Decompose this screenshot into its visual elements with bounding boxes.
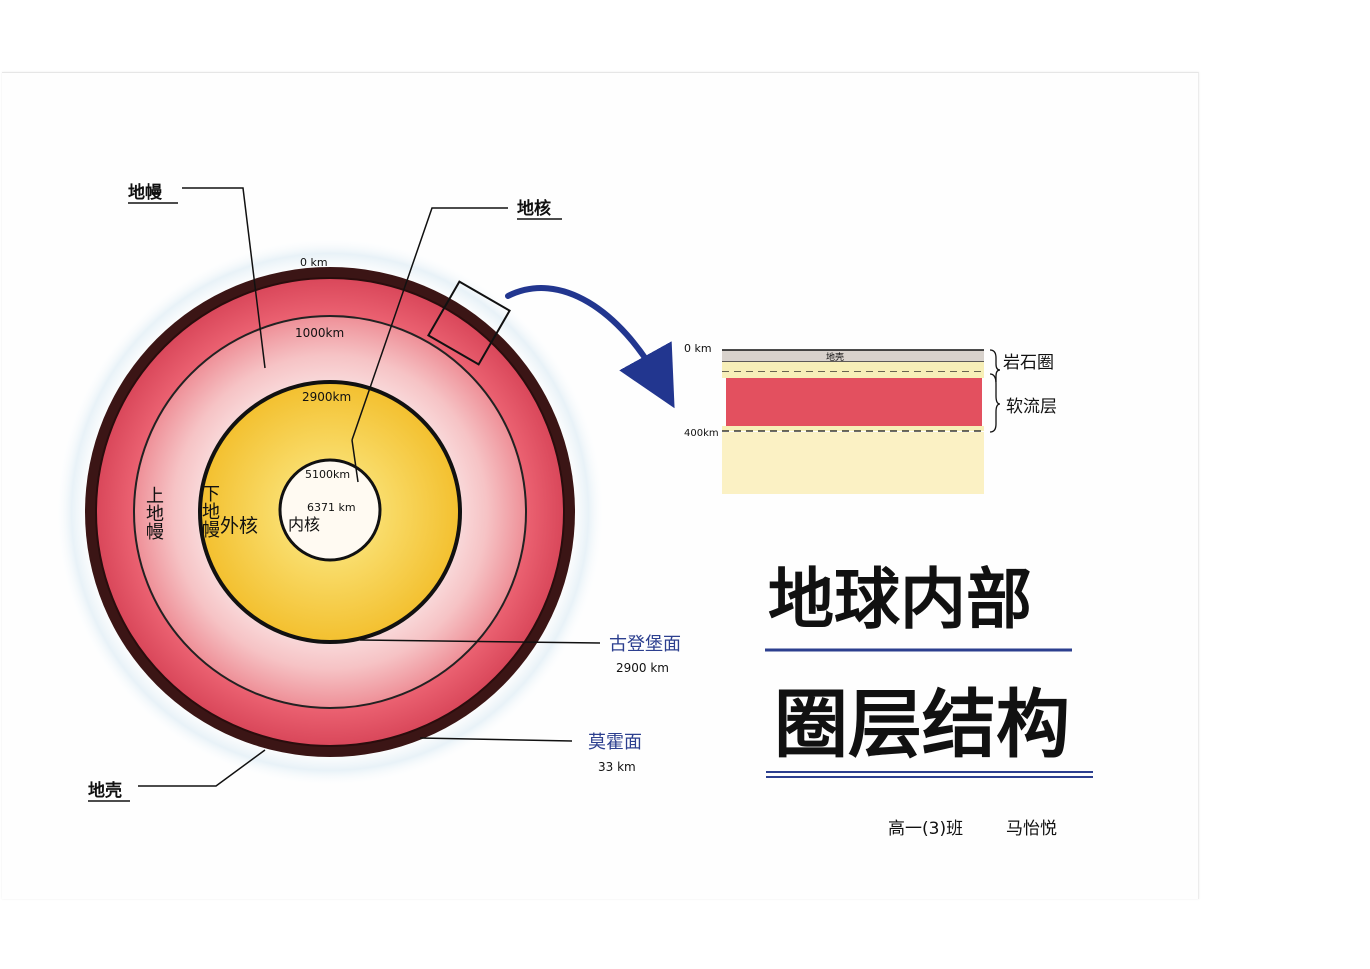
gutenberg-leader bbox=[359, 639, 601, 644]
title-line2: 圈层结构 bbox=[774, 682, 1070, 768]
crust-leader bbox=[138, 749, 266, 787]
depth-6371km: 6371 km bbox=[307, 501, 356, 514]
strata-crust-tag: 地壳 bbox=[826, 351, 844, 363]
inner-core-circle bbox=[278, 458, 382, 562]
label-asthenosphere: 软流层 bbox=[1006, 397, 1057, 417]
zoom-box bbox=[427, 280, 511, 366]
label-gutenberg: 古登堡面 bbox=[609, 634, 681, 655]
mantle-leader bbox=[182, 187, 266, 369]
label-moho: 莫霍面 bbox=[588, 732, 642, 753]
label-core: 地核 bbox=[517, 198, 551, 219]
label-lithosphere: 岩石圈 bbox=[1003, 353, 1054, 373]
strata-detail: 地壳 0 km 400km 岩石圈 软流层 bbox=[684, 342, 1057, 494]
depth-1000km: 1000km bbox=[295, 326, 344, 340]
lithosphere-mantle-band bbox=[722, 362, 984, 372]
author-class: 高一(3)班 bbox=[888, 819, 963, 839]
brace-lithosphere bbox=[989, 349, 1001, 382]
label-moho-depth: 33 km bbox=[598, 760, 636, 774]
crust-band bbox=[722, 350, 984, 362]
asthenosphere-band bbox=[726, 378, 982, 426]
label-mantle: 地幔 bbox=[128, 182, 163, 203]
depth-0km: 0 km bbox=[300, 256, 328, 269]
label-outer-core: 外核 bbox=[220, 515, 258, 537]
label-inner-core: 内核 bbox=[288, 515, 320, 534]
zoom-arrow bbox=[505, 285, 675, 409]
core-leader bbox=[351, 207, 508, 441]
depth-2900km: 2900km bbox=[302, 390, 351, 404]
brace-asthenosphere bbox=[989, 373, 1001, 433]
strata-400km: 400km bbox=[684, 428, 719, 439]
author-name: 马怡悦 bbox=[1006, 819, 1057, 839]
moho-leader bbox=[419, 737, 573, 742]
label-gutenberg-depth: 2900 km bbox=[616, 661, 669, 675]
strata-0km: 0 km bbox=[684, 342, 712, 355]
lower-band bbox=[722, 432, 984, 494]
title-line1: 地球内部 bbox=[768, 561, 1032, 638]
depth-5100km: 5100km bbox=[305, 468, 350, 481]
core-leader-tail bbox=[351, 439, 359, 483]
label-crust: 地壳 bbox=[88, 780, 122, 801]
